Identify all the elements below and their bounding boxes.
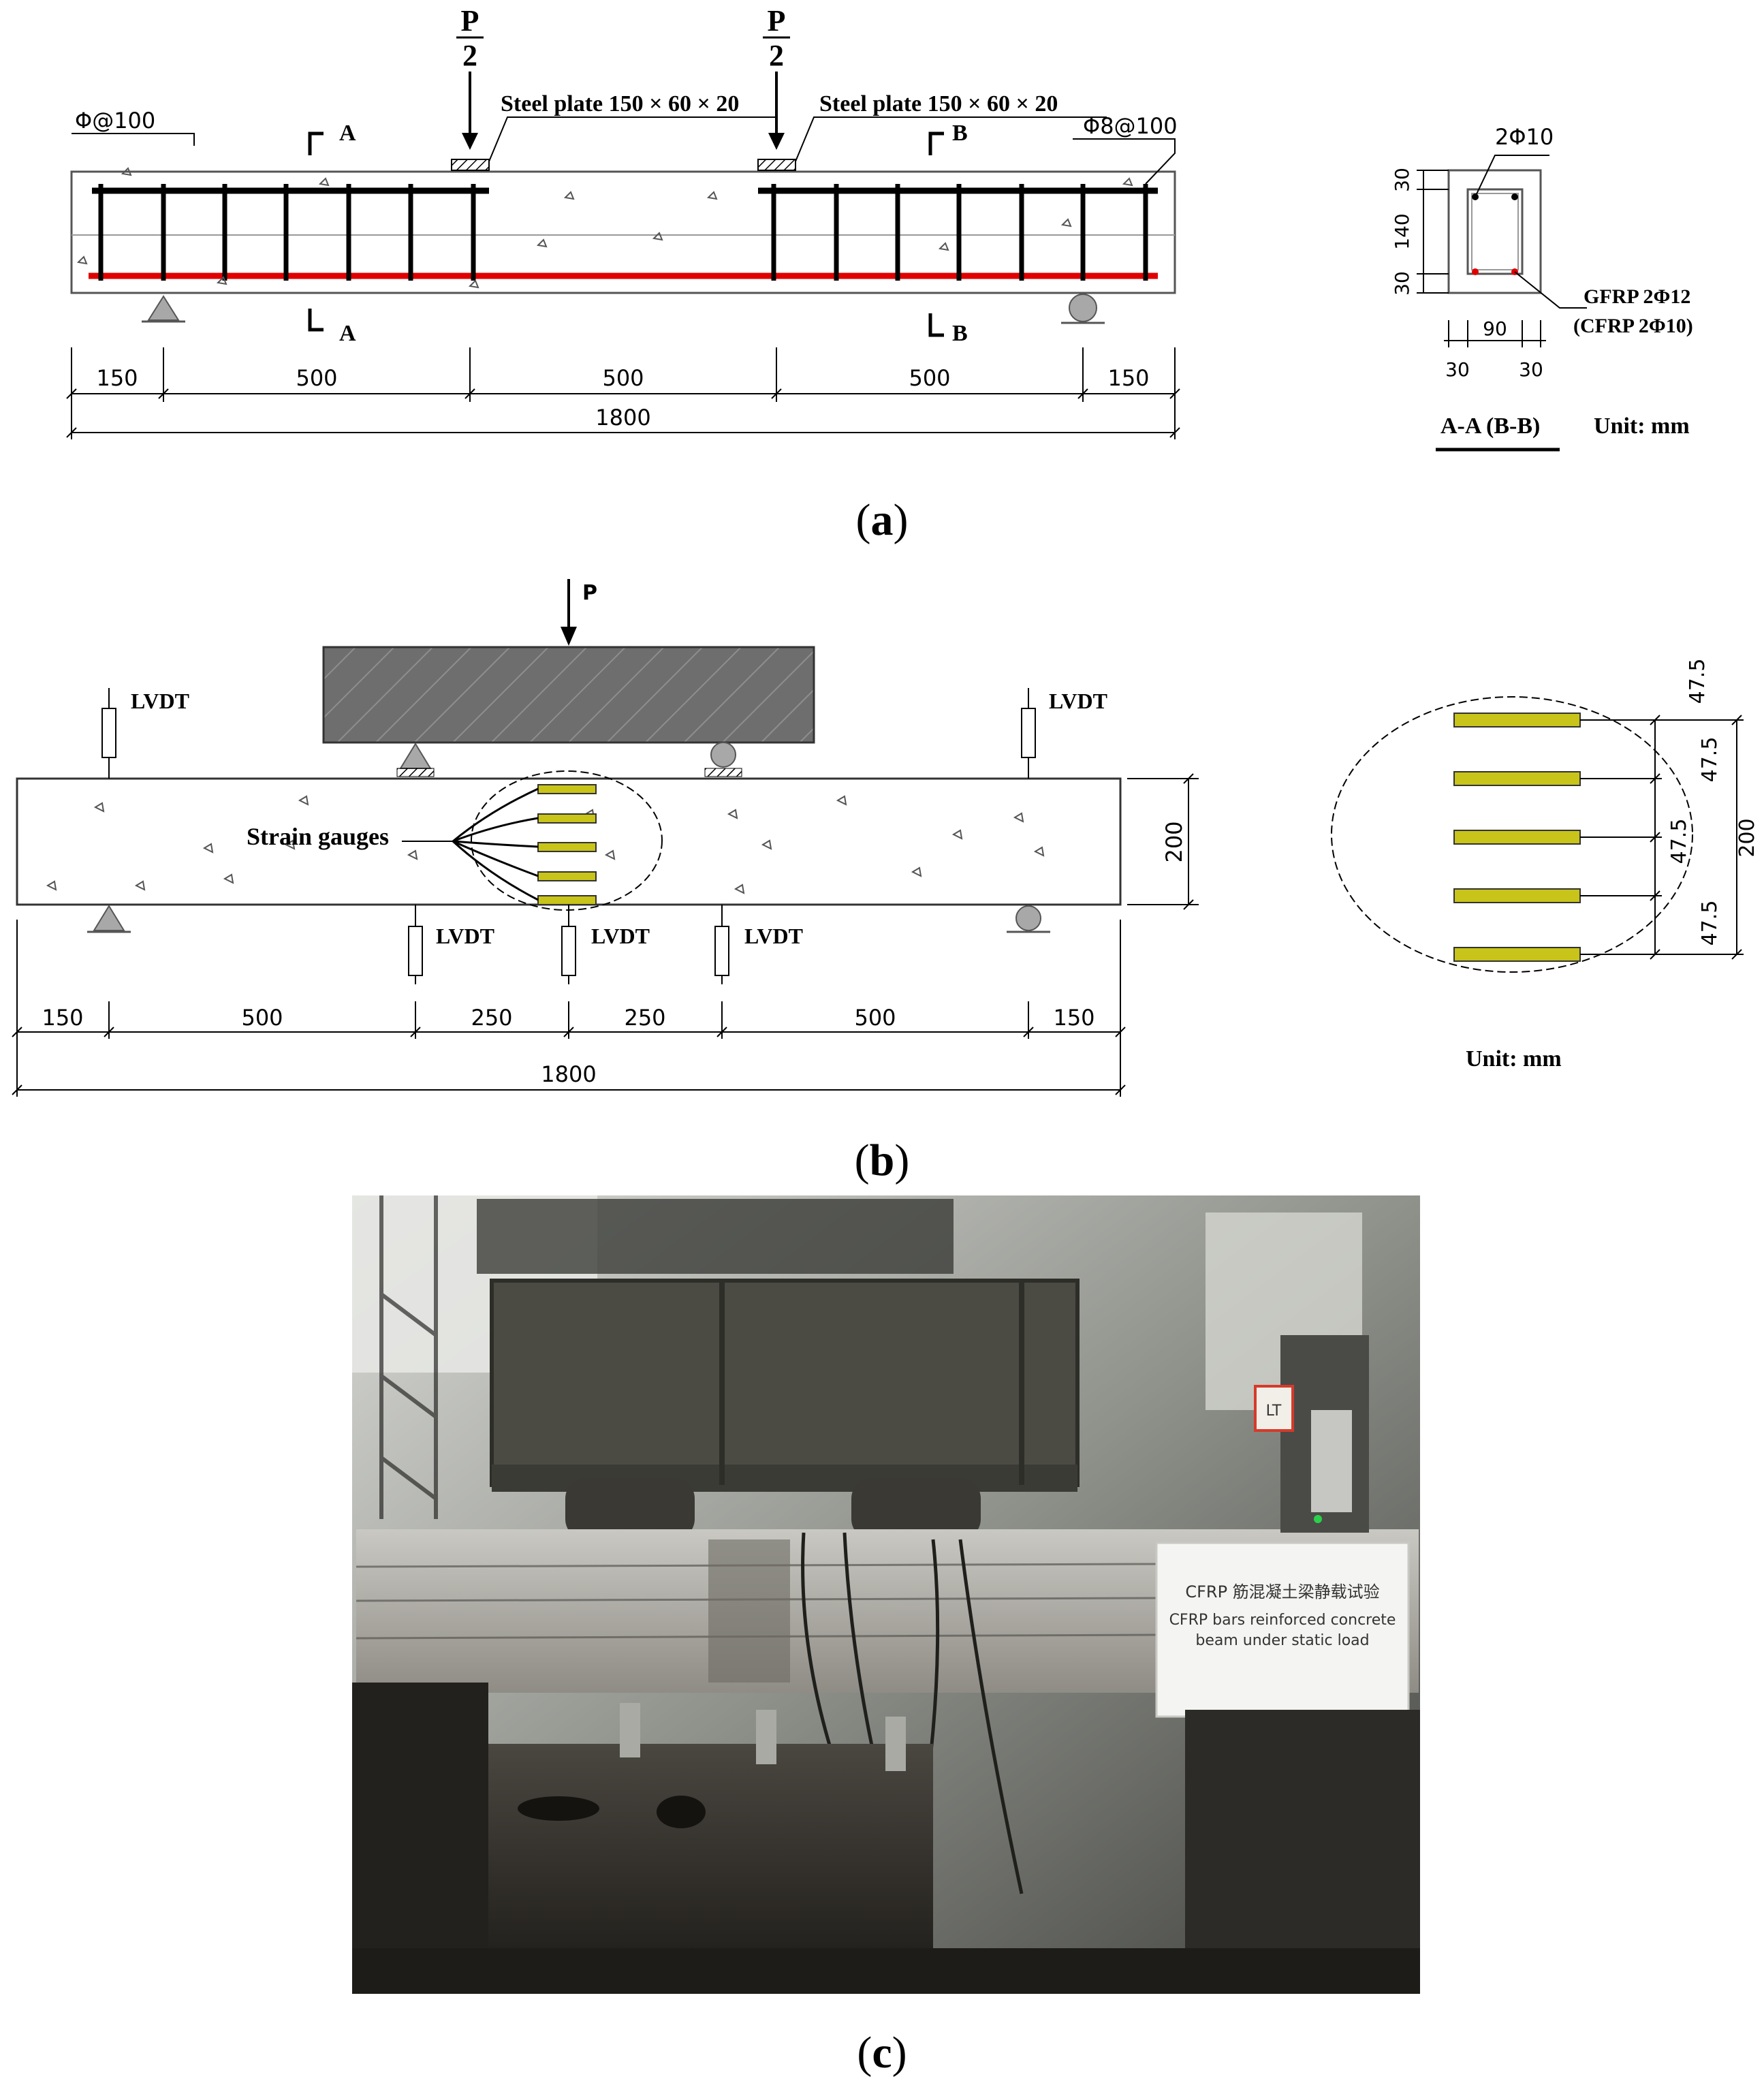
plate-leader-right bbox=[795, 116, 1107, 162]
section-a-top-mark bbox=[308, 131, 324, 155]
xsec-w-1: 30 bbox=[1445, 358, 1470, 381]
caption-a: (a) bbox=[856, 495, 909, 545]
detail-dim-total: 200 bbox=[1735, 818, 1759, 857]
dim-b-5: 500 bbox=[854, 1005, 896, 1031]
unit-label-b: Unit: mm bbox=[1466, 1046, 1562, 1072]
panel-c-photo: CFRP 筋混凝土梁静载试验 CFRP bars reinforced conc… bbox=[352, 1195, 1420, 2078]
stirrup-label-right: Φ8@100 bbox=[1083, 113, 1178, 139]
xsec-bottom-bar-2: (CFRP 2Φ10) bbox=[1573, 315, 1693, 337]
xsec-w-3: 30 bbox=[1519, 358, 1543, 381]
stirrups-right bbox=[771, 184, 1148, 281]
stirrup-label-left: Φ@100 bbox=[75, 108, 155, 134]
xsec-h-1: 30 bbox=[1391, 168, 1413, 192]
section-b-top-mark bbox=[928, 131, 944, 155]
dim-a-3: 500 bbox=[602, 365, 644, 391]
dim-b-3: 250 bbox=[471, 1005, 512, 1031]
strain-gauges-label: Strain gauges bbox=[247, 823, 389, 850]
dim-b-6: 150 bbox=[1053, 1005, 1094, 1031]
dim-b-4: 250 bbox=[624, 1005, 665, 1031]
photo-tag: LT bbox=[1266, 1403, 1282, 1420]
lvdt-top-left bbox=[101, 688, 116, 779]
plate-label-right: Steel plate 150 × 60 × 20 bbox=[819, 91, 1058, 116]
xsec-title: A-A (B-B) bbox=[1440, 413, 1540, 439]
lvdt-label-top-right: LVDT bbox=[1049, 689, 1107, 713]
gauge-detail-ellipse bbox=[1331, 696, 1693, 973]
section-a-bottom-label: A bbox=[339, 321, 356, 346]
plate-label-left: Steel plate 150 × 60 × 20 bbox=[501, 91, 739, 116]
xsec-w-2: 90 bbox=[1483, 317, 1507, 340]
xsec-h-2: 140 bbox=[1391, 213, 1413, 249]
section-b-bottom-label: B bbox=[952, 321, 968, 346]
panel-a: P 2 P 2 Steel plate 150 × 60 × 20 Steel … bbox=[66, 4, 1693, 545]
dimension-lines-b bbox=[12, 920, 1126, 1097]
photo-sign-cn: CFRP 筋混凝土梁静载试验 bbox=[1185, 1582, 1379, 1601]
detail-dim-1: 47.5 bbox=[1698, 737, 1722, 783]
detail-dim-3: 47.5 bbox=[1698, 901, 1722, 946]
load-left-den: 2 bbox=[462, 39, 477, 72]
photo-steel-frame bbox=[490, 1279, 1080, 1487]
steel-plate-right bbox=[757, 159, 796, 171]
detail-dim-2: 47.5 bbox=[1667, 819, 1691, 864]
lvdt-bottom-2 bbox=[561, 905, 576, 984]
dimension-lines-a bbox=[66, 347, 1180, 439]
cross-section-a bbox=[1447, 155, 1587, 309]
lvdt-bottom-3 bbox=[714, 905, 729, 984]
dim-b-total: 1800 bbox=[541, 1061, 596, 1087]
caption-c: (c) bbox=[857, 2028, 907, 2078]
photo-sign-en-2: beam under static load bbox=[1195, 1632, 1369, 1649]
dim-a-total: 1800 bbox=[595, 405, 650, 431]
gauge-wires bbox=[452, 787, 539, 901]
aggregate-marks-b bbox=[46, 795, 1045, 894]
dim-b-2: 500 bbox=[241, 1005, 283, 1031]
loading-beam bbox=[322, 646, 815, 744]
beam-height-label: 200 bbox=[1161, 821, 1187, 862]
lvdt-label-bottom-1: LVDT bbox=[436, 924, 494, 948]
xsec-bottom-bar-1: GFRP 2Φ12 bbox=[1584, 285, 1690, 308]
support-a-left bbox=[147, 295, 180, 321]
gauge-detail-bars bbox=[1453, 713, 1581, 962]
lvdt-label-top-left: LVDT bbox=[131, 689, 189, 713]
support-a-right bbox=[1069, 294, 1097, 322]
xsec-top-bar: 2Φ10 bbox=[1495, 124, 1554, 150]
section-b-top-label: B bbox=[952, 121, 968, 146]
lvdt-label-bottom-2: LVDT bbox=[591, 924, 650, 948]
steel-plate-left bbox=[451, 159, 490, 171]
section-a-top-label: A bbox=[339, 121, 356, 146]
section-b-bottom-mark bbox=[928, 313, 944, 337]
test-beam bbox=[16, 777, 1122, 906]
photo-sign bbox=[1155, 1542, 1410, 1718]
stirrups-left bbox=[98, 184, 476, 281]
xsec-h-3: 30 bbox=[1391, 271, 1413, 296]
load-right-den: 2 bbox=[769, 39, 784, 72]
dim-a-2: 500 bbox=[296, 365, 337, 391]
caption-b: (b) bbox=[855, 1136, 910, 1185]
load-right-num: P bbox=[768, 4, 786, 37]
support-b-right bbox=[1015, 905, 1041, 931]
section-a-bottom-mark bbox=[308, 309, 324, 332]
dim-b-1: 150 bbox=[42, 1005, 83, 1031]
load-label-b: P bbox=[582, 581, 597, 605]
spreader-support-left bbox=[399, 742, 432, 769]
plate-leader-left bbox=[488, 116, 776, 162]
spreader-support-right bbox=[710, 742, 736, 768]
lvdt-top-right bbox=[1021, 688, 1036, 779]
xsec-unit: Unit: mm bbox=[1594, 413, 1690, 439]
load-left-num: P bbox=[461, 4, 479, 37]
detail-dim-top: 47.5 bbox=[1686, 659, 1710, 704]
lvdt-bottom-1 bbox=[408, 905, 423, 984]
lvdt-label-bottom-3: LVDT bbox=[744, 924, 803, 948]
strain-gauges bbox=[537, 784, 597, 905]
aggregate-marks-a bbox=[76, 167, 1133, 289]
beam-a-outline bbox=[70, 170, 1176, 294]
photo-sign-en-1: CFRP bars reinforced concrete bbox=[1169, 1612, 1396, 1629]
dim-a-5: 150 bbox=[1107, 365, 1149, 391]
strain-gauge-region bbox=[471, 770, 663, 911]
photo-lower-support bbox=[484, 1744, 933, 1955]
support-b-left bbox=[93, 905, 125, 931]
panel-b: P bbox=[12, 579, 1759, 1185]
dim-a-4: 500 bbox=[909, 365, 950, 391]
dim-a-1: 150 bbox=[96, 365, 138, 391]
